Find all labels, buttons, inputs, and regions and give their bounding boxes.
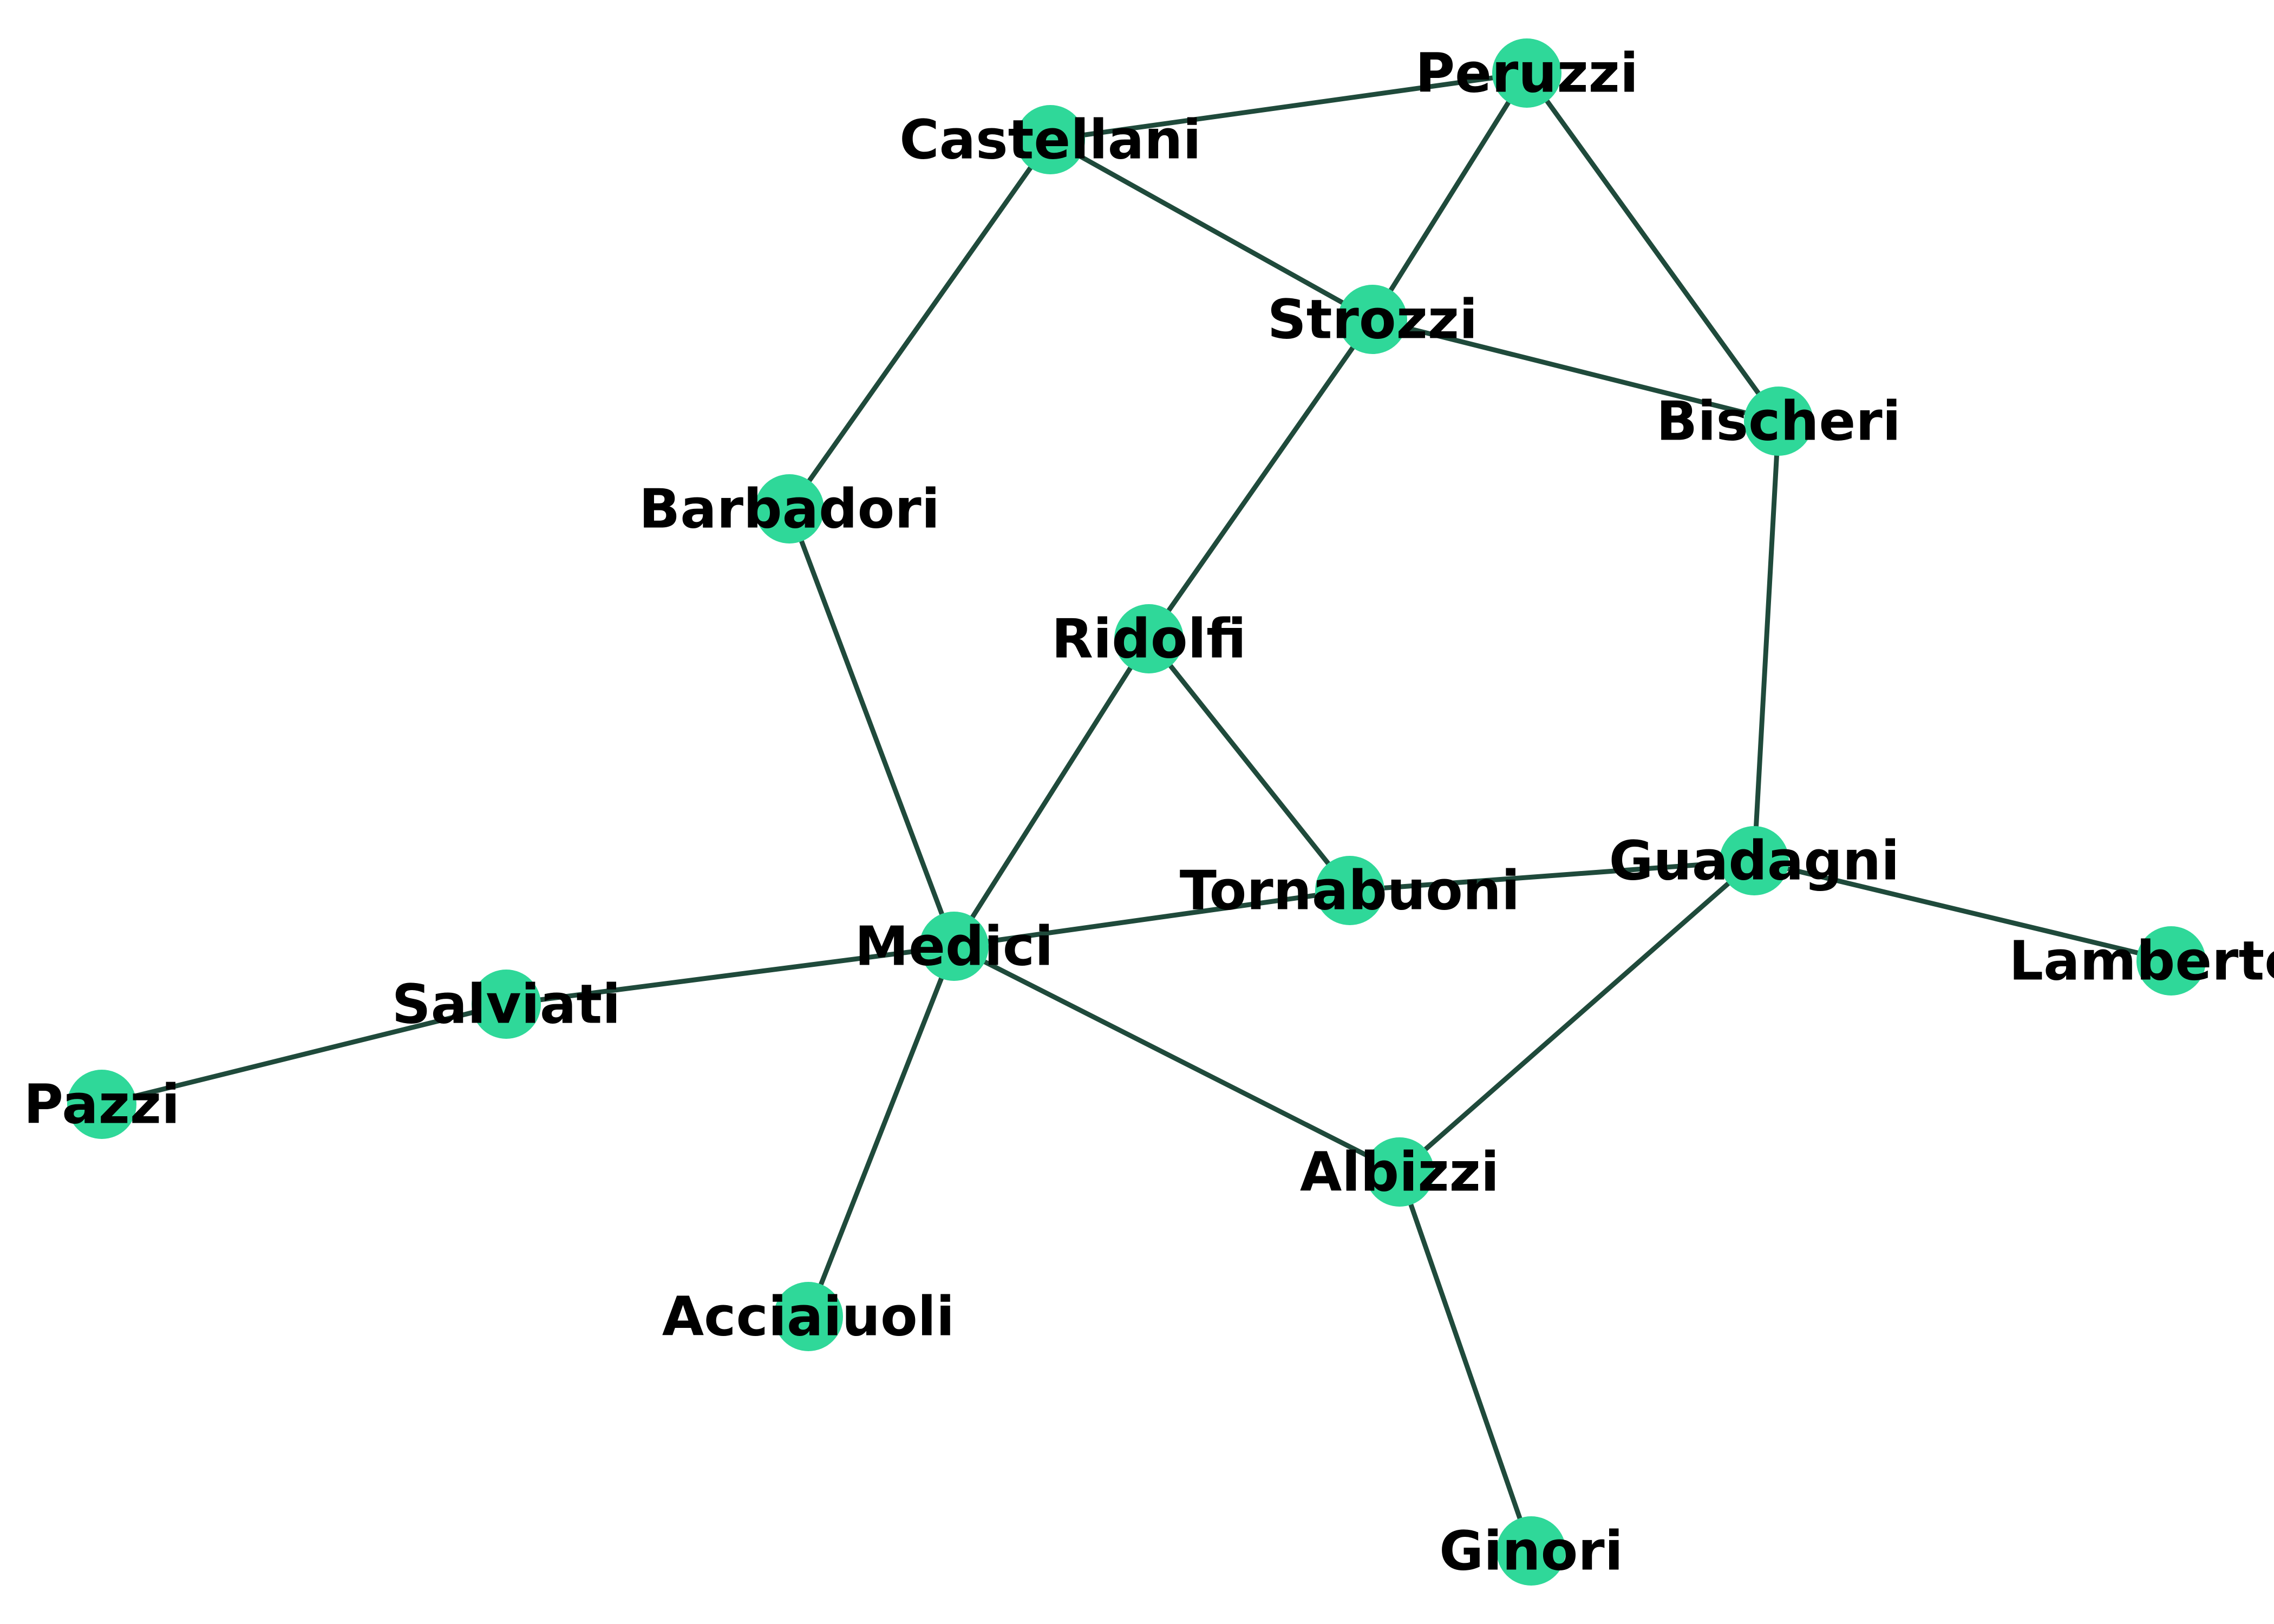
- edge-tornabuoni-guadagni: [1347, 858, 1757, 893]
- node-dot-peruzzi: [1492, 38, 1561, 108]
- edge-tornabuoni-medici: [951, 888, 1352, 949]
- edge-albizzi-ginori: [1397, 1169, 1534, 1554]
- node-label-ridolfi: Ridolfi: [1051, 607, 1246, 671]
- node-tornabuoni: Tornabuoni: [1180, 856, 1520, 925]
- node-label-barbadori: Barbadori: [639, 477, 940, 541]
- node-label-albizzi: Albizzi: [1300, 1141, 1499, 1204]
- node-dot-ginori: [1497, 1516, 1566, 1586]
- node-bischeri: Bischeri: [1656, 387, 1901, 456]
- node-label-lamberteschi: Lambertes: [2009, 929, 2274, 993]
- node-ginori: Ginori: [1439, 1516, 1623, 1586]
- edge-ridolfi-medici: [951, 636, 1152, 949]
- node-salviati: Salviati: [392, 970, 621, 1039]
- edge-medici-acciaiuoli: [806, 944, 957, 1319]
- node-dot-barbadori: [755, 474, 824, 543]
- edge-guadagni-albizzi: [1397, 858, 1757, 1175]
- node-dot-bischeri: [1744, 387, 1813, 456]
- edge-castellani-barbadori: [787, 137, 1053, 512]
- node-dot-strozzi: [1338, 285, 1407, 354]
- node-dot-tornabuoni: [1315, 856, 1384, 925]
- node-label-castellani: Castellani: [899, 108, 1201, 172]
- node-layer: PeruzziCastellaniStrozziBischeriBarbador…: [24, 38, 2274, 1586]
- node-label-guadagni: Guadagni: [1609, 829, 1900, 893]
- node-label-strozzi: Strozzi: [1267, 288, 1478, 351]
- node-dot-lamberteschi: [2136, 926, 2206, 996]
- node-label-pazzi: Pazzi: [24, 1073, 180, 1136]
- node-label-bischeri: Bischeri: [1656, 390, 1901, 453]
- edge-peruzzi-bischeri: [1524, 70, 1781, 424]
- node-guadagni: Guadagni: [1609, 826, 1900, 895]
- node-ridolfi: Ridolfi: [1051, 604, 1246, 673]
- node-label-medici: Medici: [855, 915, 1054, 978]
- edge-medici-albizzi: [951, 944, 1402, 1175]
- node-acciaiuoli: Acciaiuoli: [662, 1282, 955, 1351]
- node-medici: Medici: [855, 912, 1054, 981]
- node-dot-guadagni: [1720, 826, 1789, 895]
- edge-layer: [99, 70, 2174, 1554]
- node-peruzzi: Peruzzi: [1415, 38, 1638, 108]
- node-dot-albizzi: [1365, 1137, 1434, 1207]
- edge-strozzi-bischeri: [1370, 317, 1781, 424]
- node-dot-ridolfi: [1114, 604, 1184, 673]
- edge-strozzi-ridolfi: [1146, 317, 1375, 641]
- edge-ridolfi-tornabuoni: [1146, 636, 1352, 893]
- node-pazzi: Pazzi: [24, 1070, 180, 1139]
- node-lamberteschi: Lambertes: [2009, 926, 2274, 996]
- edge-peruzzi-strozzi: [1370, 70, 1530, 322]
- node-dot-acciaiuoli: [774, 1282, 843, 1351]
- node-label-salviati: Salviati: [392, 973, 621, 1036]
- edge-salviati-pazzi: [99, 1001, 509, 1107]
- node-dot-castellani: [1016, 105, 1085, 174]
- node-barbadori: Barbadori: [639, 474, 940, 543]
- edge-castellani-strozzi: [1048, 137, 1375, 322]
- node-label-peruzzi: Peruzzi: [1415, 42, 1638, 105]
- edge-barbadori-medici: [787, 506, 957, 949]
- edge-bischeri-guadagni: [1752, 418, 1781, 863]
- node-label-tornabuoni: Tornabuoni: [1180, 859, 1520, 922]
- node-albizzi: Albizzi: [1300, 1137, 1499, 1207]
- edge-medici-salviati: [504, 944, 957, 1007]
- node-label-acciaiuoli: Acciaiuoli: [662, 1285, 955, 1348]
- edge-guadagni-lamberteschi: [1752, 858, 2174, 964]
- node-label-ginori: Ginori: [1439, 1520, 1623, 1583]
- node-strozzi: Strozzi: [1267, 285, 1478, 354]
- node-dot-medici: [919, 912, 989, 981]
- node-dot-pazzi: [67, 1070, 136, 1139]
- node-dot-salviati: [472, 970, 541, 1039]
- edge-castellani-peruzzi: [1048, 70, 1530, 142]
- node-castellani: Castellani: [899, 105, 1201, 174]
